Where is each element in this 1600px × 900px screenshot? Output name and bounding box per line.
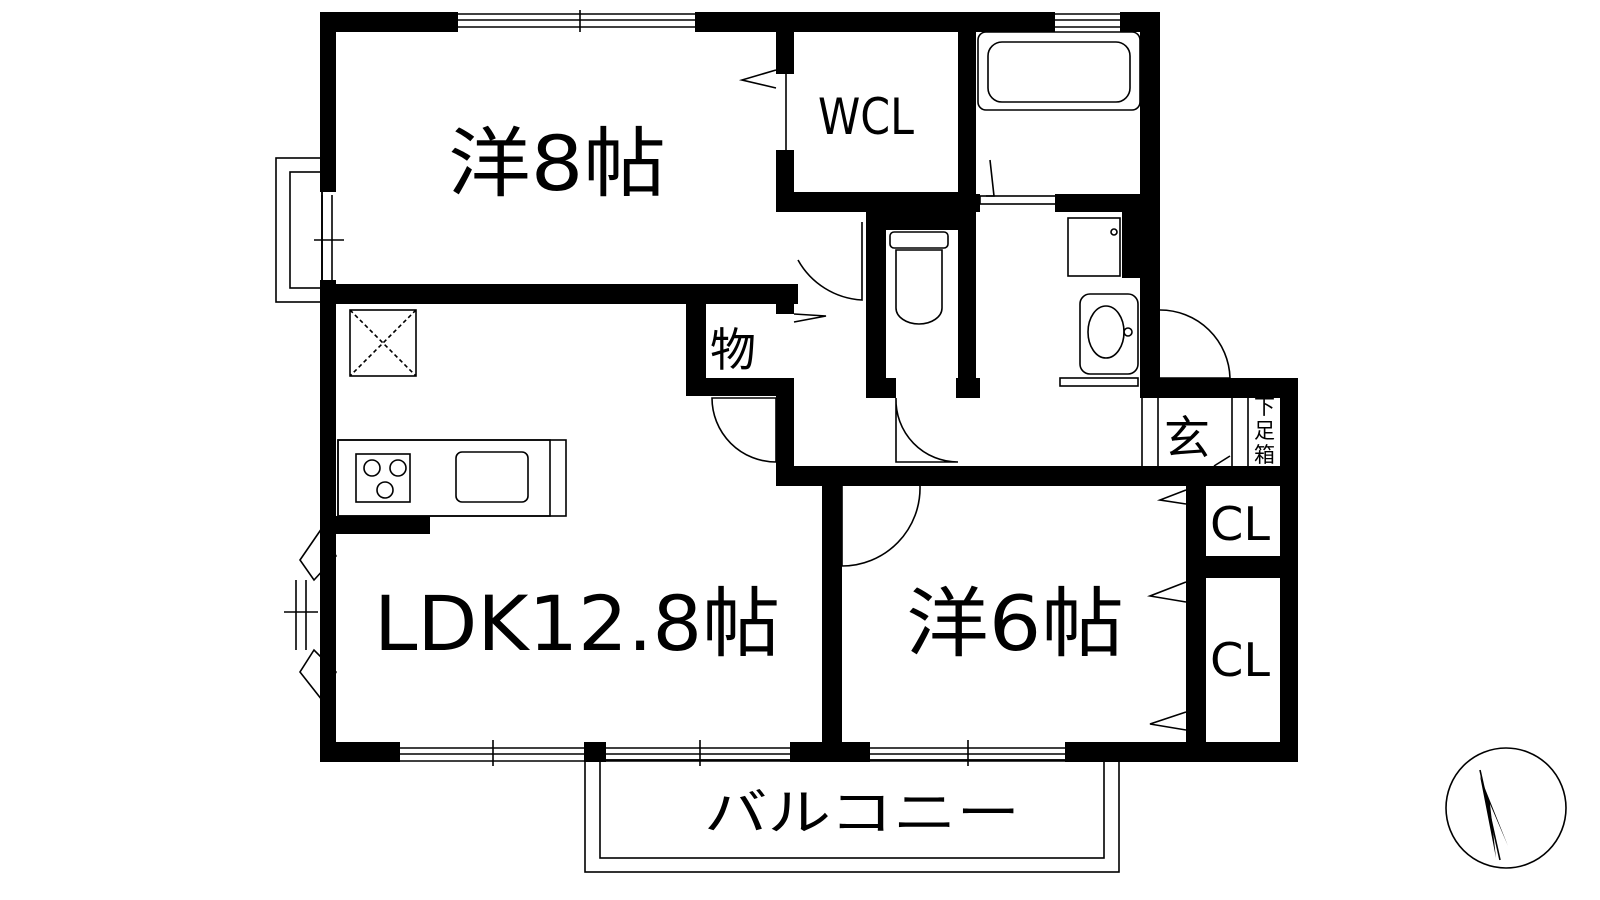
room-label-storage: 物 [710,323,756,377]
doors [711,69,1249,742]
kitchen-counter [337,439,567,517]
shoe-box-char-3: 箱 [1254,443,1275,467]
room-labels: 洋8帖 WCL 物 LDK12.8帖 洋6帖 玄 下 足 箱 CL CL バルコ… [374,88,1275,842]
room-label-wcl: WCL [818,88,914,146]
room-label-western-8: 洋8帖 [448,119,666,208]
walls [320,12,1298,762]
washbasin-icon [1079,293,1139,375]
north-arrow-icon [1445,747,1567,869]
fixtures [337,31,1141,517]
refrigerator-space-icon [349,309,417,377]
toilet-icon [889,231,949,325]
windows [275,10,1120,766]
room-label-closet-2: CL [1210,633,1270,687]
balcony-label: バルコニー [704,784,1020,842]
bathtub-icon [977,31,1141,111]
shoe-box-char-1: 下 [1254,395,1275,419]
room-label-ldk: LDK12.8帖 [374,579,780,668]
room-label-entrance: 玄 [1164,411,1210,465]
room-label-western-6: 洋6帖 [906,579,1124,668]
shoe-box-char-2: 足 [1254,419,1275,443]
washing-machine-icon [1067,217,1121,277]
room-label-closet-1: CL [1210,497,1270,551]
